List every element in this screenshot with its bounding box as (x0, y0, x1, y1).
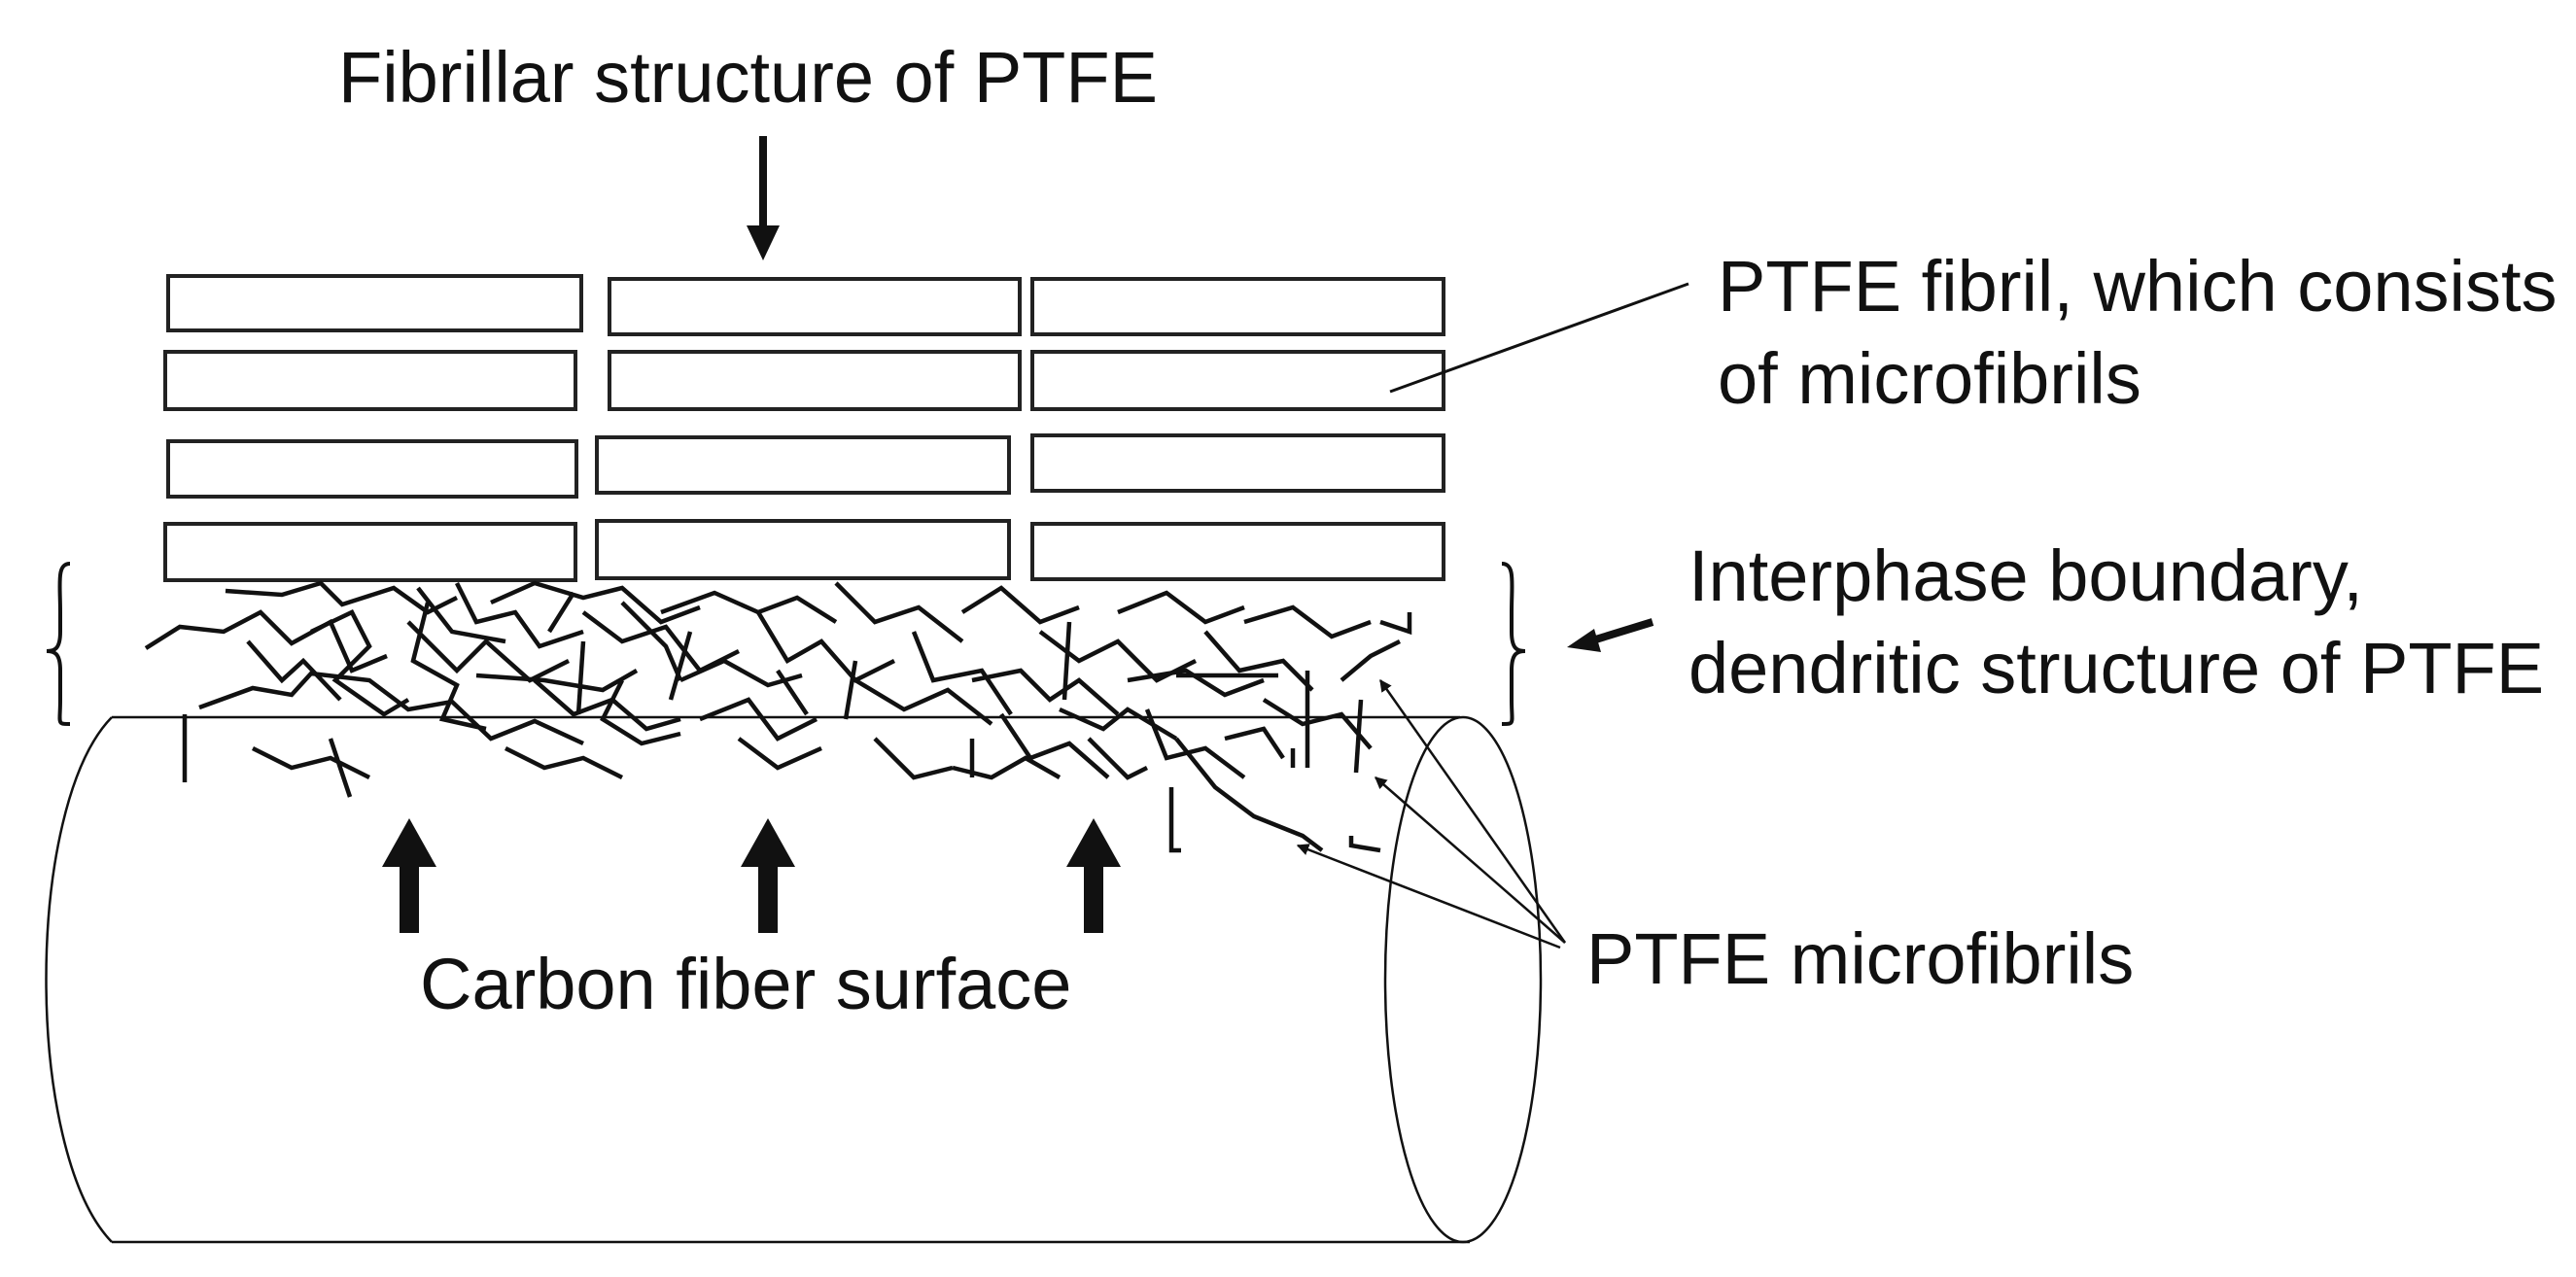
dendritic-microfibril-network (144, 580, 1412, 853)
label-carbon-fiber-surface: Carbon fiber surface (420, 944, 1071, 1024)
microfibril-leader-line (1296, 844, 1561, 949)
label-ptfe-microfibrils: PTFE microfibrils (1586, 918, 2134, 999)
up-arrow-icon (382, 818, 436, 933)
right-brace (1501, 562, 1526, 726)
up-arrow-icon (1066, 818, 1121, 933)
fibril-block (166, 439, 578, 499)
microfibril-leader-line (1375, 777, 1566, 944)
interphase-braces (46, 562, 1526, 726)
label-ptfe-fibril-line2: of microfibrils (1718, 338, 2141, 419)
label-interphase-line2: dendritic structure of PTFE (1688, 628, 2544, 708)
fibril-block (163, 522, 577, 582)
left-brace (46, 562, 71, 726)
fibril-block (1030, 522, 1445, 581)
fibril-block (1030, 350, 1445, 411)
fibril-block (608, 277, 1022, 336)
fibril-block (595, 519, 1011, 580)
label-interphase-line1: Interphase boundary, (1688, 535, 2363, 616)
arrows (382, 136, 1689, 949)
ptfe-fibril-blocks (163, 274, 1445, 582)
fibril-leader-line (1389, 282, 1689, 394)
fibril-block (166, 274, 583, 332)
fibril-block (163, 350, 577, 411)
microfibril-leader-line (1378, 678, 1567, 944)
fibril-block (595, 435, 1011, 495)
left-arrow-icon (1567, 618, 1654, 652)
carbon-fiber-cylinder (45, 715, 1543, 1244)
up-arrow-icon (741, 818, 795, 933)
down-arrow-icon (747, 136, 780, 260)
label-ptfe-fibril-line1: PTFE fibril, which consists (1718, 246, 2558, 327)
fibril-block (608, 350, 1022, 411)
fibril-block (1030, 433, 1445, 493)
label-fibrillar-structure: Fibrillar structure of PTFE (338, 37, 1158, 118)
fibril-block (1030, 277, 1445, 336)
